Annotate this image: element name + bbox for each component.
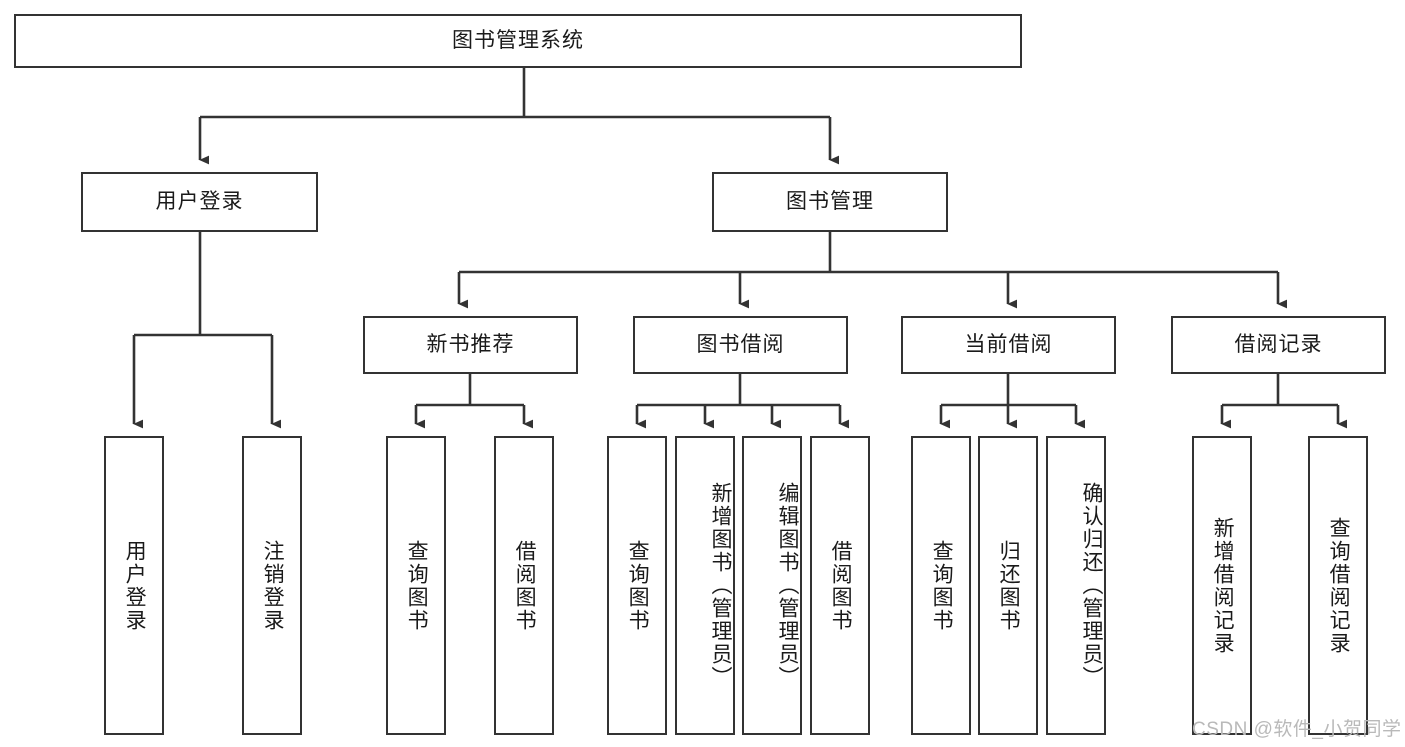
node-leaf-add-book[interactable]: 新增图书（管理员） <box>675 436 735 735</box>
node-leaf-add-record[interactable]: 新增借阅记录 <box>1192 436 1252 735</box>
node-leaf-query-book-1[interactable]: 查询图书 <box>386 436 446 735</box>
node-user-login[interactable]: 用户登录 <box>81 172 318 232</box>
node-label: 图书管理系统 <box>452 29 584 53</box>
node-leaf-edit-book[interactable]: 编辑图书（管理员） <box>742 436 802 735</box>
node-label: 查询借阅记录 <box>1327 516 1351 655</box>
node-label: 新书推荐 <box>426 333 515 357</box>
node-leaf-query-book-3[interactable]: 查询图书 <box>911 436 971 735</box>
node-leaf-confirm-return[interactable]: 确认归还（管理员） <box>1046 436 1106 735</box>
node-leaf-return-book[interactable]: 归还图书 <box>978 436 1038 735</box>
node-leaf-borrow-book-2[interactable]: 借阅图书 <box>810 436 870 735</box>
node-label: 图书借阅 <box>696 333 785 357</box>
node-book-management[interactable]: 图书管理 <box>712 172 948 232</box>
node-label: 图书管理 <box>786 190 874 214</box>
node-new-book-recommend[interactable]: 新书推荐 <box>363 316 578 374</box>
node-label: 查询图书 <box>405 539 429 632</box>
node-label: 确认归还（管理员） <box>1080 482 1103 689</box>
node-label: 注销登录 <box>261 539 285 632</box>
node-label: 借阅图书 <box>513 539 537 632</box>
node-root-book-management-system[interactable]: 图书管理系统 <box>14 14 1022 68</box>
csdn-watermark: CSDN @软件_小贺同学 <box>1192 719 1402 740</box>
node-borrow-record[interactable]: 借阅记录 <box>1171 316 1386 374</box>
node-label: 编辑图书（管理员） <box>776 482 799 689</box>
node-leaf-logout-login[interactable]: 注销登录 <box>242 436 302 735</box>
node-label: 归还图书 <box>997 539 1021 632</box>
node-leaf-query-book-2[interactable]: 查询图书 <box>607 436 667 735</box>
node-label: 查询图书 <box>930 539 954 632</box>
node-label: 借阅记录 <box>1234 333 1323 357</box>
node-label: 当前借阅 <box>964 333 1053 357</box>
node-current-borrow[interactable]: 当前借阅 <box>901 316 1116 374</box>
node-label: 借阅图书 <box>829 539 853 632</box>
node-label: 新增图书（管理员） <box>709 482 732 689</box>
node-label: 新增借阅记录 <box>1211 516 1235 655</box>
node-leaf-user-login[interactable]: 用户登录 <box>104 436 164 735</box>
node-label: 查询图书 <box>626 539 650 632</box>
node-leaf-query-record[interactable]: 查询借阅记录 <box>1308 436 1368 735</box>
node-book-borrow[interactable]: 图书借阅 <box>633 316 848 374</box>
node-leaf-borrow-book-1[interactable]: 借阅图书 <box>494 436 554 735</box>
node-label: 用户登录 <box>155 190 244 214</box>
node-label: 用户登录 <box>123 539 147 632</box>
